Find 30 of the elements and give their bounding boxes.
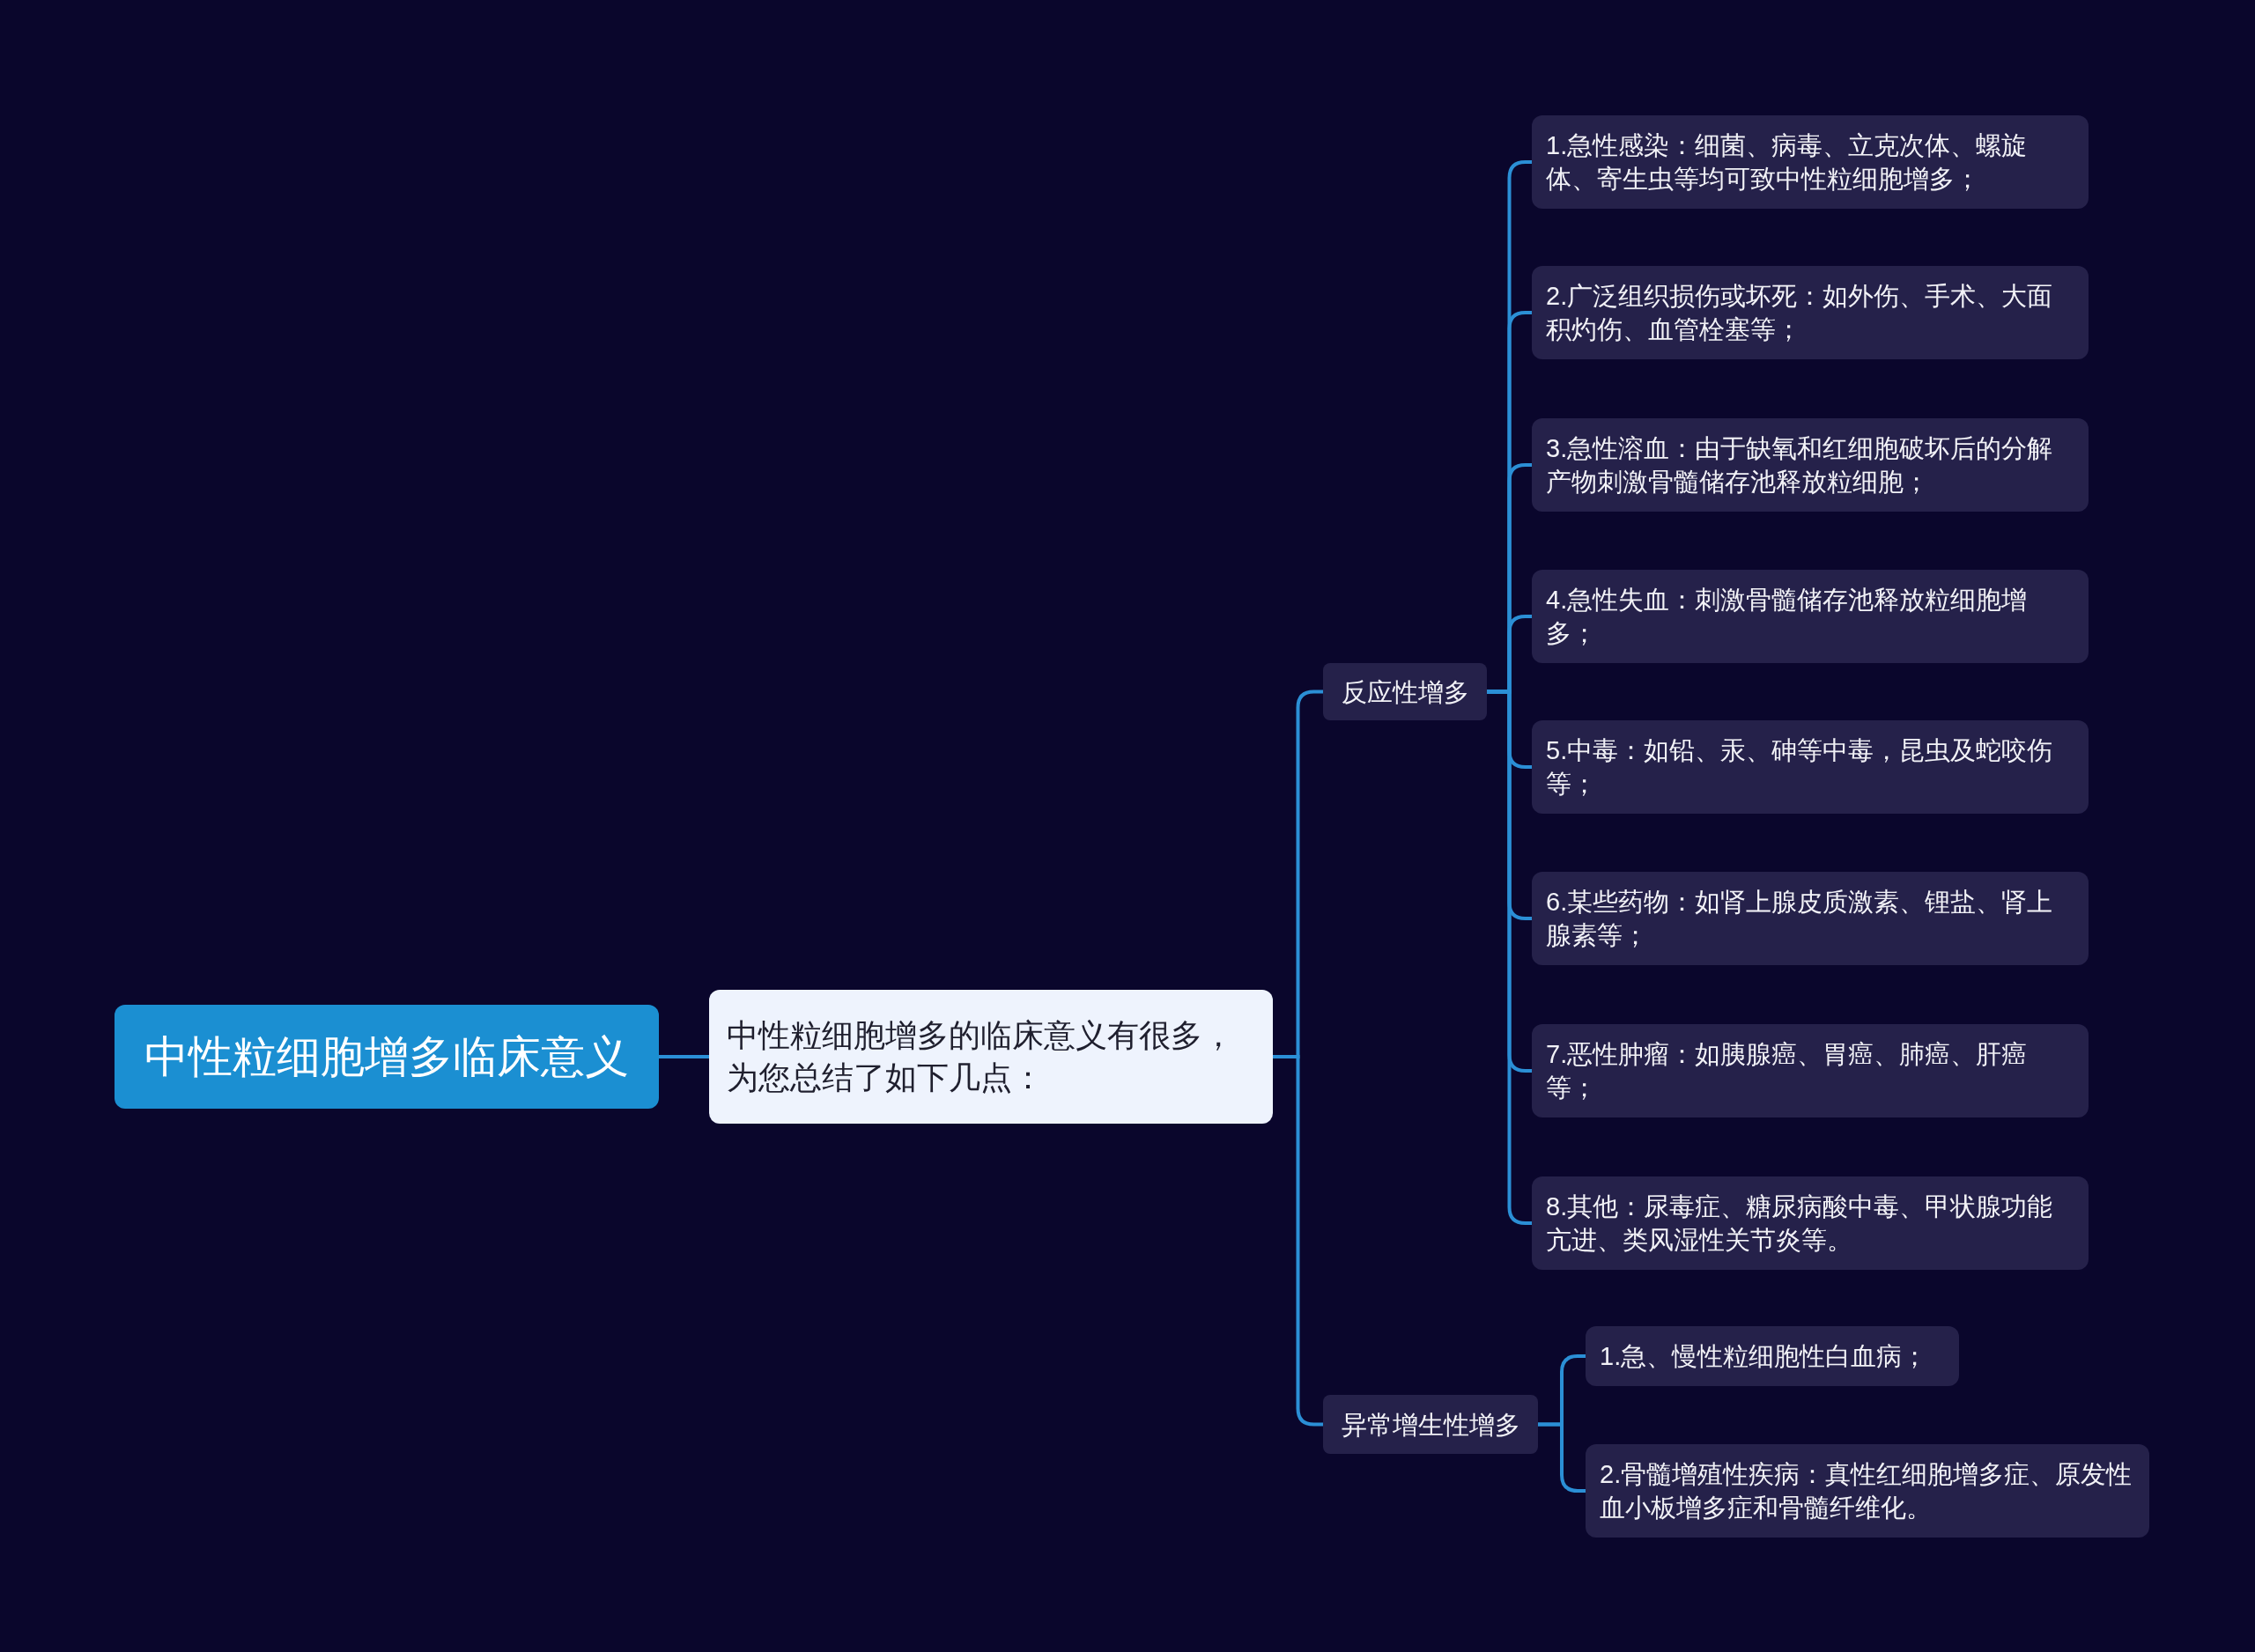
detail-box [1532,720,2089,814]
root-topic-box [115,1005,659,1109]
detail-box [1532,570,2089,663]
detail-box [1532,872,2089,965]
detail-box [1586,1326,1959,1386]
node-text: 4.急性失血：刺激骨髓储存池释放粒细胞增多； [1546,585,2029,649]
node-text: 8.其他：尿毒症、糖尿病酸中毒、甲状腺功能亢进、类风湿性关节炎等。 [1546,1191,2054,1256]
node-text: 3.急性溶血：由于缺氧和红细胞破坏后的分解产物刺激骨髓储存池释放粒细胞； [1546,433,2054,498]
detail-box [1532,1024,2089,1117]
node-text: 6.某些药物：如肾上腺皮质激素、锂盐、肾上腺素等； [1546,887,2054,951]
node-text: 5.中毒：如铅、汞、砷等中毒，昆虫及蛇咬伤等； [1546,735,2054,800]
summary-box [709,990,1273,1124]
node-text: 1.急性感染：细菌、病毒、立克次体、螺旋体、寄生虫等均可致中性粒细胞增多； [1546,130,2029,195]
node-text: 2.广泛组织损伤或坏死：如外伤、手术、大面积灼伤、血管栓塞等； [1546,281,2054,345]
node-text: 7.恶性肿瘤：如胰腺癌、胃癌、肺癌、肝癌等； [1546,1039,2029,1103]
connector-line [1538,1422,1586,1493]
category-box [1323,1395,1538,1454]
node-text: 反应性增多 [1341,676,1469,708]
node-text: 1.急、慢性粒细胞性白血病； [1600,1341,1928,1372]
node-text: 中性粒细胞增多的临床意义有很多，为您总结了如下几点： [727,1016,1235,1097]
detail-box [1586,1444,2149,1538]
detail-box [1532,418,2089,512]
node-text: 2.骨髓增殖性疾病：真性红细胞增多症、原发性血小板增多症和骨髓纤维化。 [1600,1459,2133,1523]
detail-box [1532,1176,2089,1270]
category-box [1323,663,1487,720]
detail-box [1532,115,2089,209]
detail-box [1532,266,2089,359]
connector-line [659,1055,709,1058]
node-text: 中性粒细胞增多临床意义 [144,1031,629,1083]
node-text: 异常增生性增多 [1341,1409,1520,1441]
